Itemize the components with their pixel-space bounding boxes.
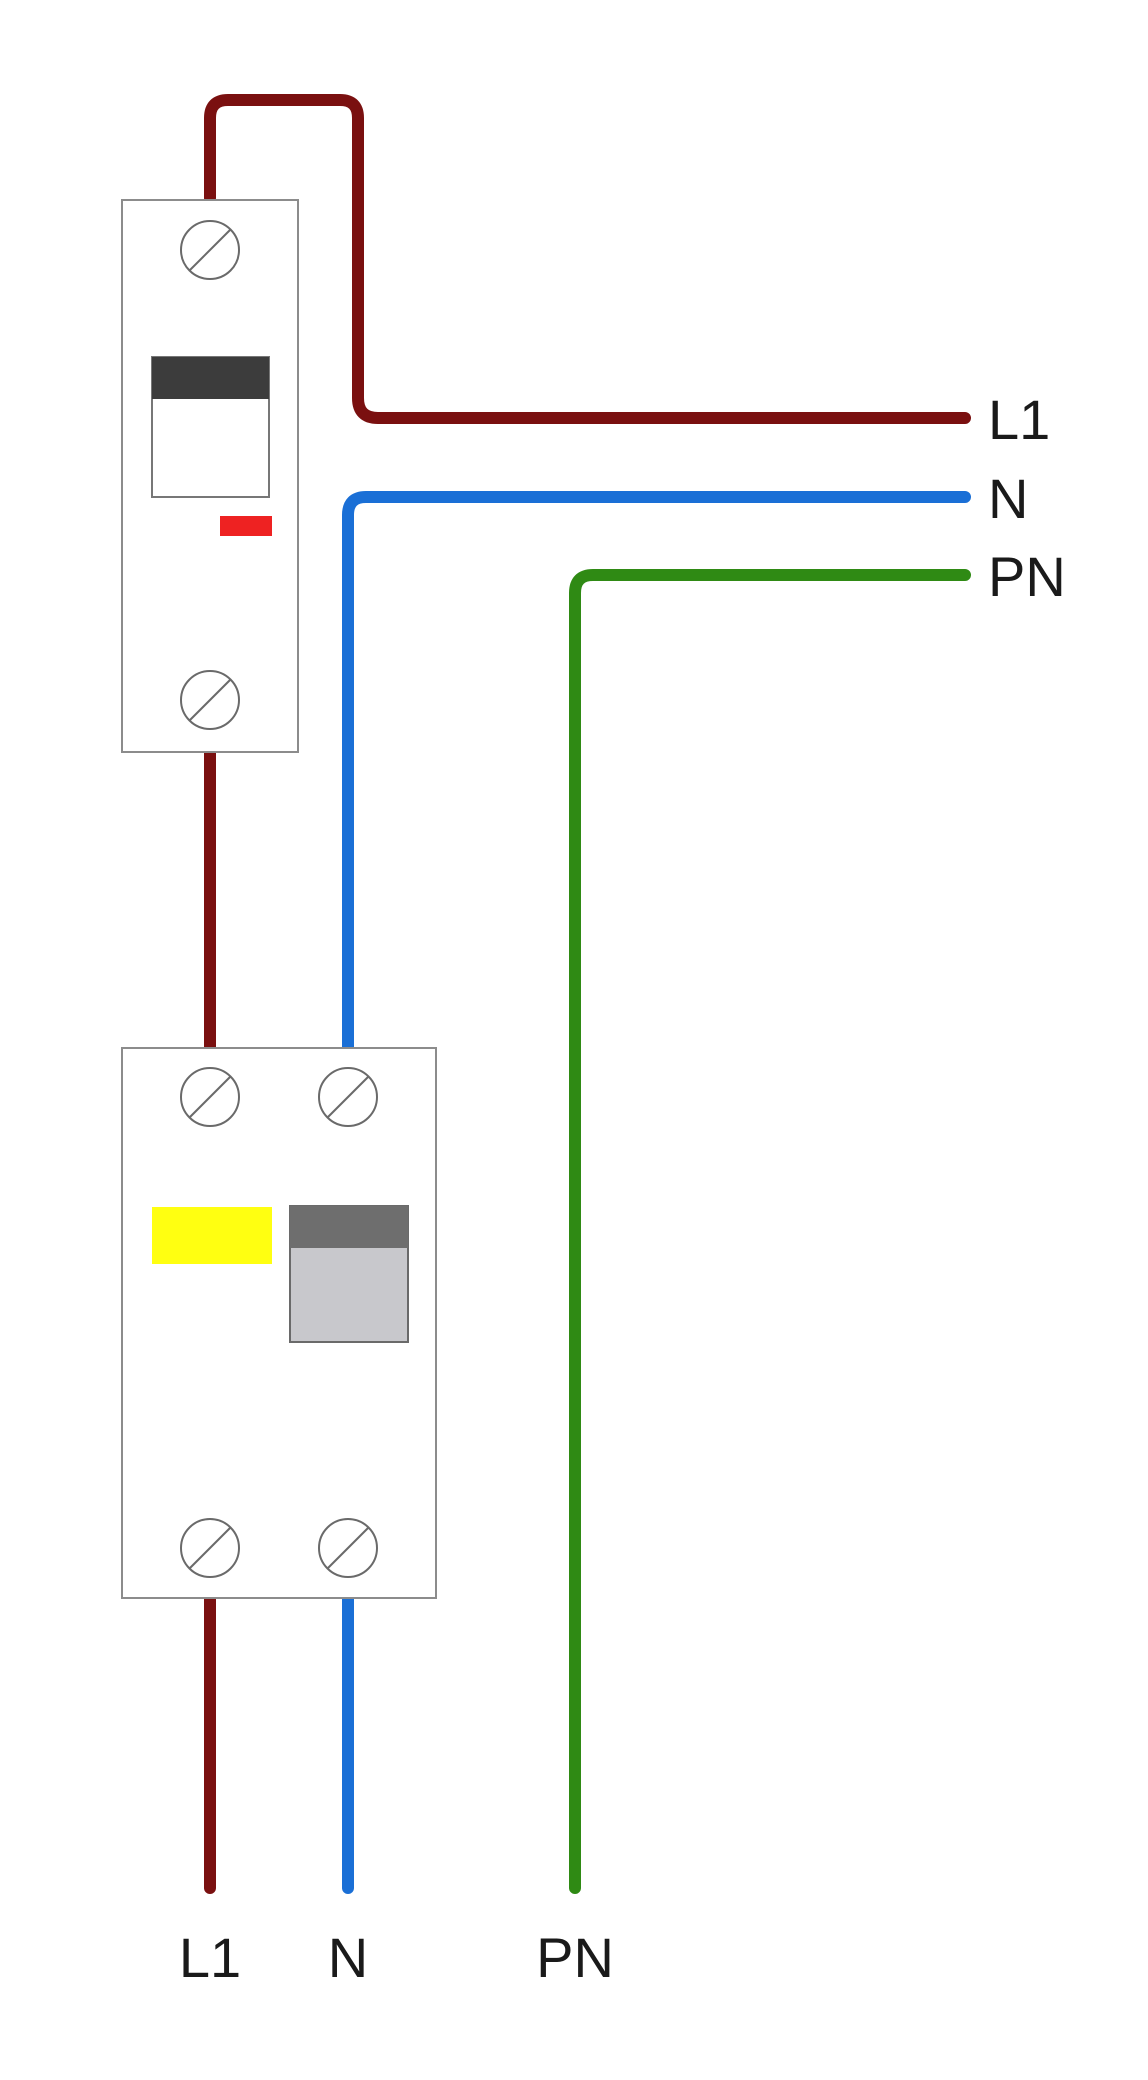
circuit-breaker-icon [121, 199, 299, 753]
protective-wire [569, 569, 971, 1894]
protective-label-bottom: PN [536, 1926, 614, 1989]
terminal-screw-icon [180, 670, 240, 730]
terminal-screw-icon [180, 1518, 240, 1578]
trip-indicator-icon [220, 516, 272, 536]
toggle-switch-icon [151, 356, 270, 498]
toggle-lever [152, 357, 269, 399]
phase-label-bottom: L1 [179, 1926, 241, 1989]
terminal-screw-icon [318, 1518, 378, 1578]
rcd-icon [121, 1047, 437, 1599]
neutral-label-bottom: N [328, 1926, 368, 1989]
terminal-screw-icon [180, 220, 240, 280]
terminal-screw-icon [180, 1067, 240, 1127]
neutral-label-top: N [988, 467, 1028, 530]
terminal-screw-icon [318, 1067, 378, 1127]
phase-wire [204, 94, 971, 424]
neutral-wire [342, 491, 971, 1054]
toggle-lever [290, 1206, 408, 1248]
phase-label-top: L1 [988, 388, 1050, 451]
test-button-icon [152, 1207, 272, 1264]
toggle-switch-icon [289, 1205, 409, 1343]
protective-label-top: PN [988, 545, 1066, 608]
